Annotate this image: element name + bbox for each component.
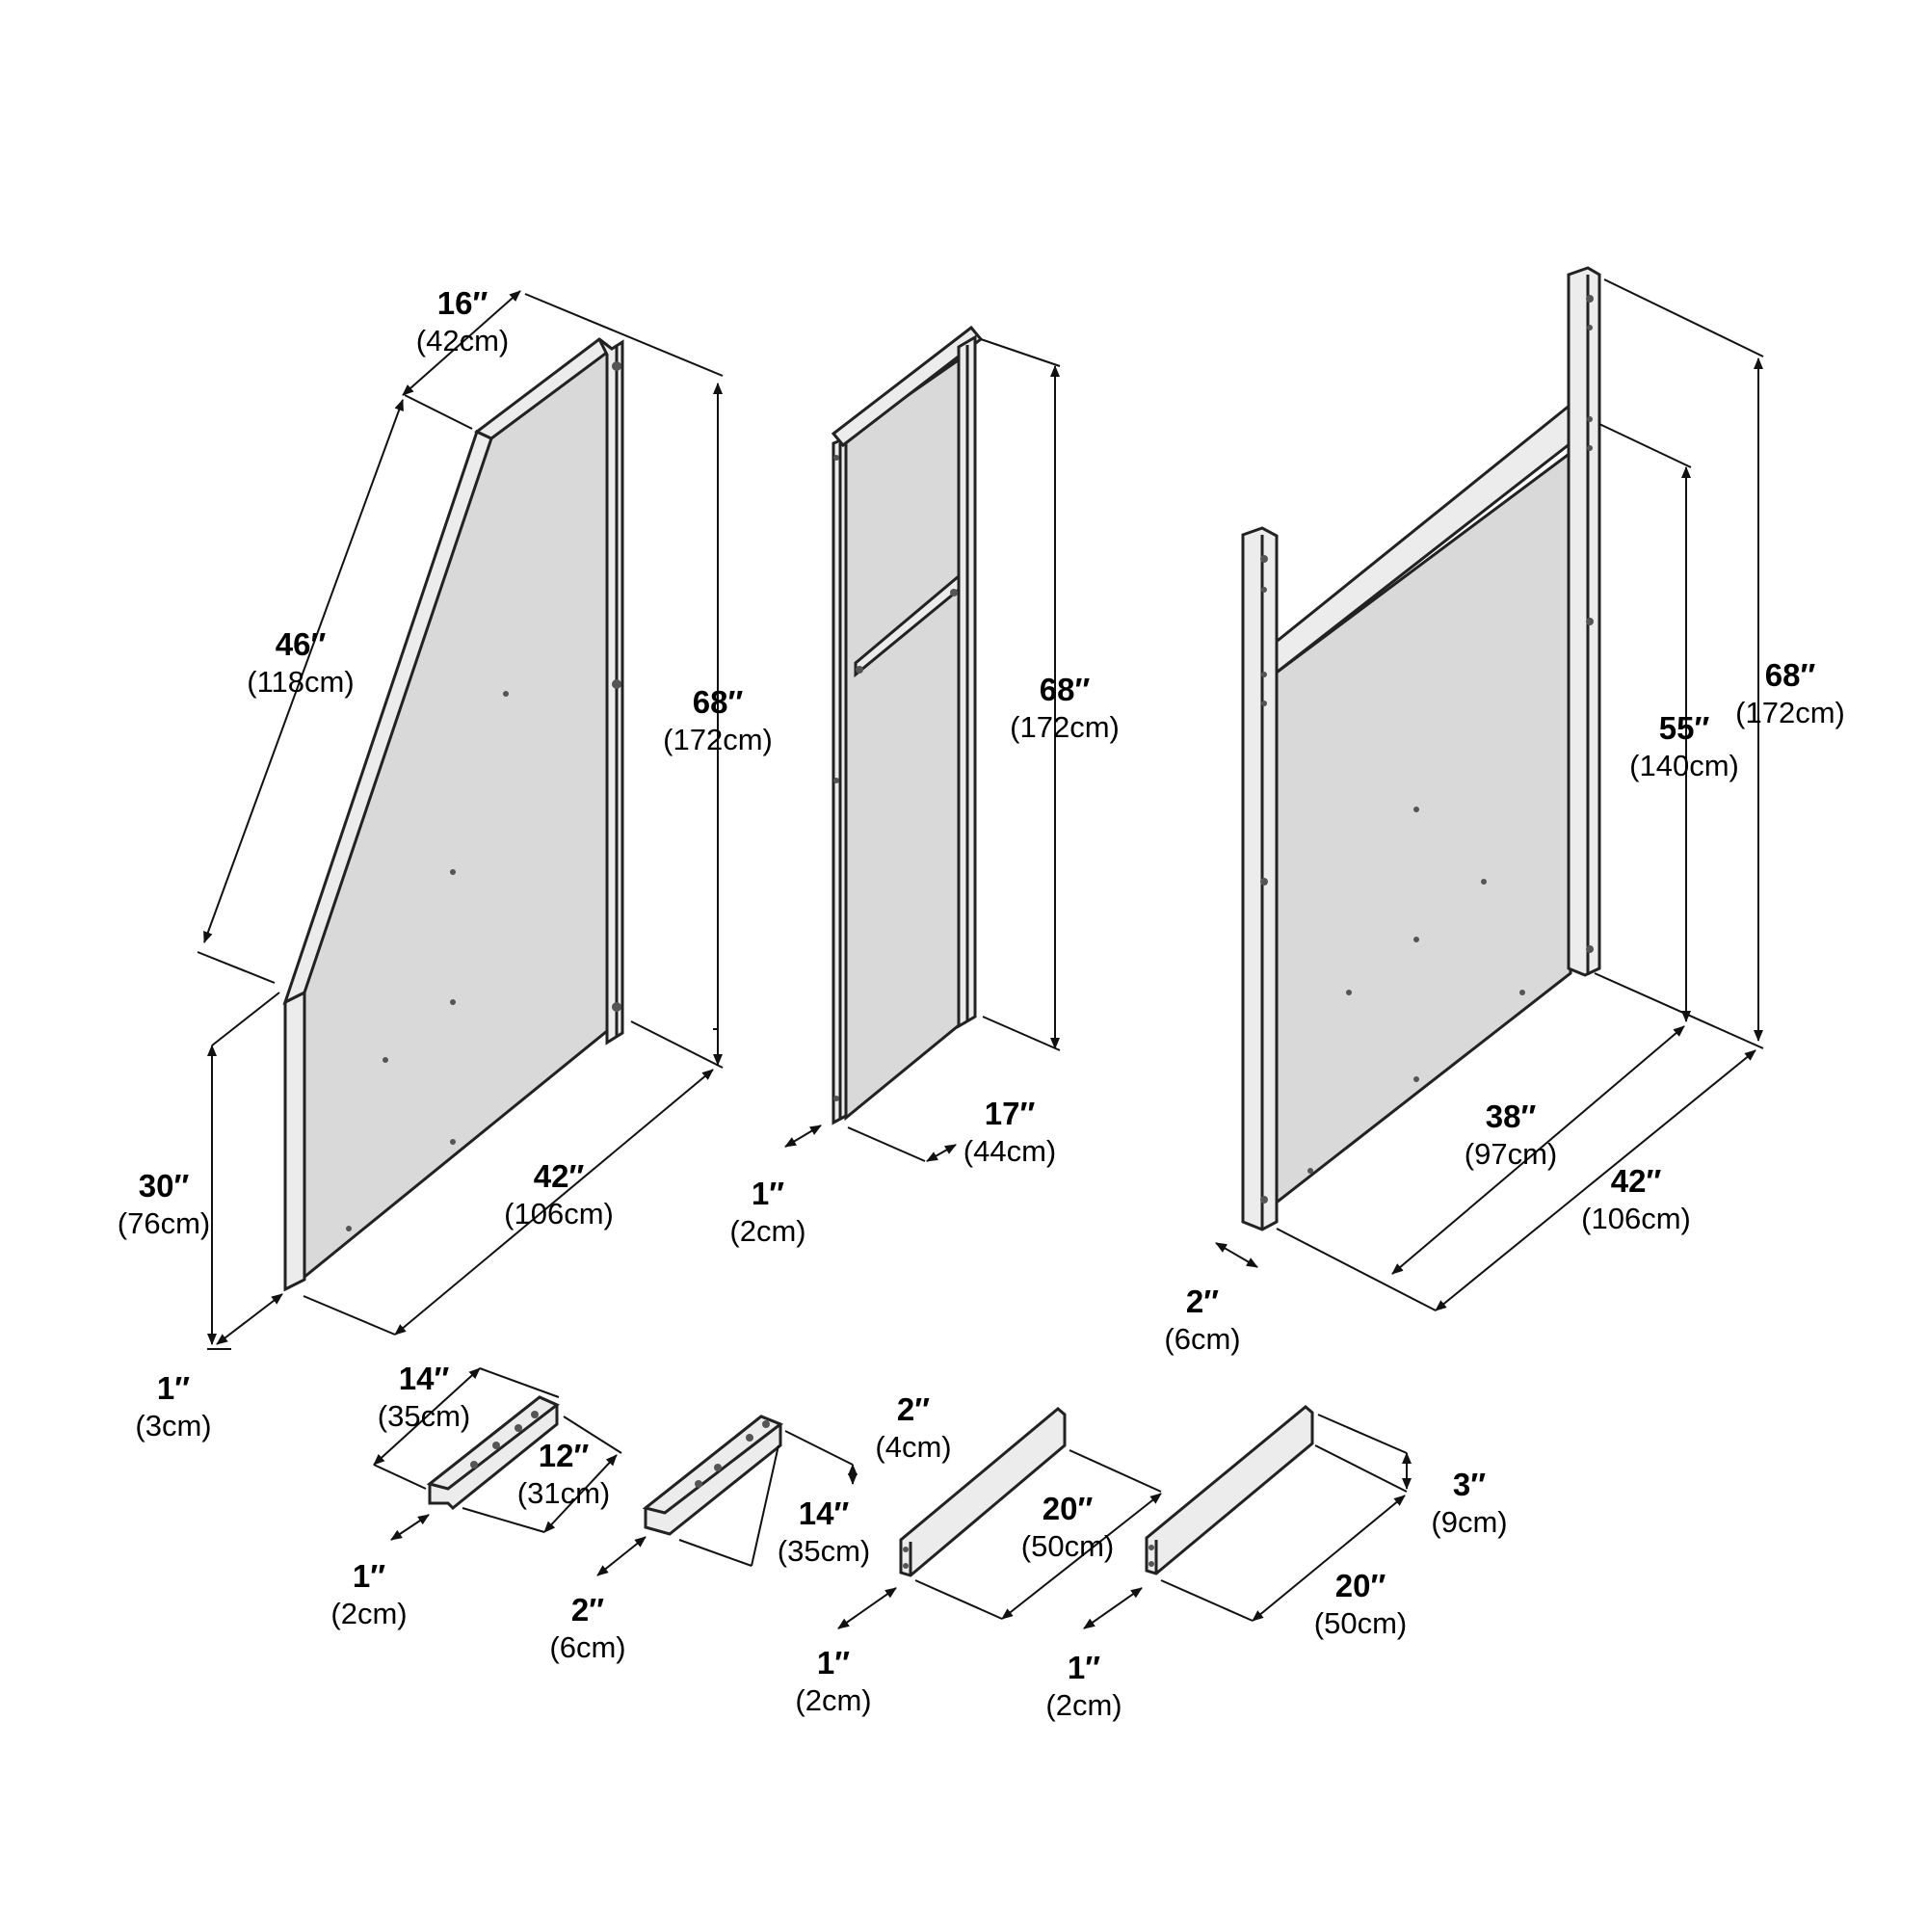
label-p1-height: 68″ (172cm) xyxy=(663,682,773,759)
label-inches: 3″ xyxy=(1452,1467,1487,1502)
panel1-dimension-lines xyxy=(197,290,724,1350)
label-inches: 2″ xyxy=(896,1391,931,1427)
label-cm: (2cm) xyxy=(729,1214,806,1249)
label-inches: 2″ xyxy=(570,1592,605,1628)
label-p2-thickness: 1″ (2cm) xyxy=(729,1174,805,1251)
label-cm: (106cm) xyxy=(1581,1202,1691,1236)
label-cm: (6cm) xyxy=(549,1630,626,1665)
label-s1-length: 20″ (50cm) xyxy=(1021,1489,1114,1566)
label-cm: (4cm) xyxy=(875,1430,952,1465)
label-inches: 17″ xyxy=(984,1096,1036,1131)
label-b1-width: 12″ (31cm) xyxy=(517,1436,610,1513)
label-inches: 38″ xyxy=(1485,1098,1537,1134)
label-s2-height: 3″ (9cm) xyxy=(1431,1465,1507,1542)
label-cm: (140cm) xyxy=(1629,749,1739,783)
bracket-1 xyxy=(373,1367,622,1541)
label-cm: (31cm) xyxy=(516,1476,611,1511)
panel2-dimension-lines xyxy=(784,338,1061,1162)
label-cm: (42cm) xyxy=(415,324,510,358)
label-b2-thickness: 2″ (6cm) xyxy=(549,1590,625,1667)
label-inches: 1″ xyxy=(352,1558,386,1594)
label-cm: (50cm) xyxy=(1313,1606,1408,1641)
label-cm: (97cm) xyxy=(1464,1137,1558,1172)
label-p3-outer-width: 42″ (106cm) xyxy=(1581,1161,1691,1238)
label-cm: (118cm) xyxy=(247,665,355,700)
label-p1-slope: 46″ (118cm) xyxy=(247,624,354,701)
label-inches: 30″ xyxy=(138,1168,190,1204)
label-cm: (6cm) xyxy=(1164,1322,1241,1357)
label-p1-low-height: 30″ (76cm) xyxy=(118,1166,210,1243)
label-cm: (2cm) xyxy=(795,1683,872,1718)
label-p3-inner-width: 38″ (97cm) xyxy=(1465,1097,1557,1174)
label-p1-top-width: 16″ (42cm) xyxy=(416,283,509,360)
label-cm: (172cm) xyxy=(1735,696,1845,730)
label-inches: 68″ xyxy=(1764,657,1816,693)
label-cm: (2cm) xyxy=(1045,1688,1122,1723)
label-s2-length: 20″ (50cm) xyxy=(1314,1566,1407,1643)
label-inches: 16″ xyxy=(436,285,488,321)
slat-2 xyxy=(1083,1405,1412,1629)
label-inches: 14″ xyxy=(798,1495,850,1531)
label-s2-thickness: 1″ (2cm) xyxy=(1045,1648,1122,1725)
label-p1-thickness: 1″ (3cm) xyxy=(135,1368,211,1445)
bracket-2 xyxy=(596,1415,858,1576)
label-cm: (76cm) xyxy=(117,1206,211,1241)
label-cm: (172cm) xyxy=(1010,710,1120,745)
angled-side-panel xyxy=(282,337,624,1292)
label-p2-width: 17″ (44cm) xyxy=(964,1094,1056,1171)
label-inches: 68″ xyxy=(1039,672,1091,707)
label-inches: 42″ xyxy=(1610,1163,1662,1199)
label-inches: 68″ xyxy=(692,684,744,720)
post-panel xyxy=(1241,266,1601,1231)
slat-1 xyxy=(837,1407,1162,1629)
narrow-panel xyxy=(831,325,984,1125)
label-inches: 12″ xyxy=(538,1438,590,1473)
label-cm: (106cm) xyxy=(504,1197,614,1231)
label-inches: 55″ xyxy=(1658,710,1710,746)
label-inches: 1″ xyxy=(1067,1650,1101,1685)
label-cm: (44cm) xyxy=(963,1134,1057,1169)
label-p3-post-height: 68″ (172cm) xyxy=(1735,655,1845,732)
label-inches: 20″ xyxy=(1334,1568,1386,1603)
label-inches: 20″ xyxy=(1042,1491,1094,1526)
panel3-dimension-lines xyxy=(1215,278,1764,1311)
label-cm: (9cm) xyxy=(1431,1505,1508,1540)
label-inches: 1″ xyxy=(156,1370,191,1406)
label-inches: 1″ xyxy=(751,1176,785,1211)
label-b2-length: 14″ (35cm) xyxy=(778,1494,870,1571)
label-b1-length: 14″ (35cm) xyxy=(378,1359,470,1436)
label-cm: (50cm) xyxy=(1020,1529,1115,1564)
label-inches: 14″ xyxy=(398,1361,450,1396)
label-cm: (3cm) xyxy=(135,1409,212,1443)
label-p3-thickness: 2″ (6cm) xyxy=(1164,1282,1240,1359)
label-inches: 1″ xyxy=(816,1645,851,1681)
label-p2-height: 68″ (172cm) xyxy=(1010,670,1120,747)
label-s1-thickness: 1″ (2cm) xyxy=(795,1643,871,1720)
label-cm: (35cm) xyxy=(377,1399,471,1434)
label-b2-height: 2″ (4cm) xyxy=(875,1389,951,1467)
label-b1-thickness: 1″ (2cm) xyxy=(330,1556,407,1633)
label-inches: 2″ xyxy=(1185,1284,1220,1319)
label-cm: (2cm) xyxy=(330,1597,408,1631)
label-p1-depth: 42″ (106cm) xyxy=(504,1156,614,1233)
label-inches: 46″ xyxy=(275,626,327,662)
label-cm: (35cm) xyxy=(777,1534,871,1569)
label-p3-panel-height: 55″ (140cm) xyxy=(1629,708,1739,785)
label-cm: (172cm) xyxy=(663,723,773,757)
label-inches: 42″ xyxy=(533,1158,585,1194)
